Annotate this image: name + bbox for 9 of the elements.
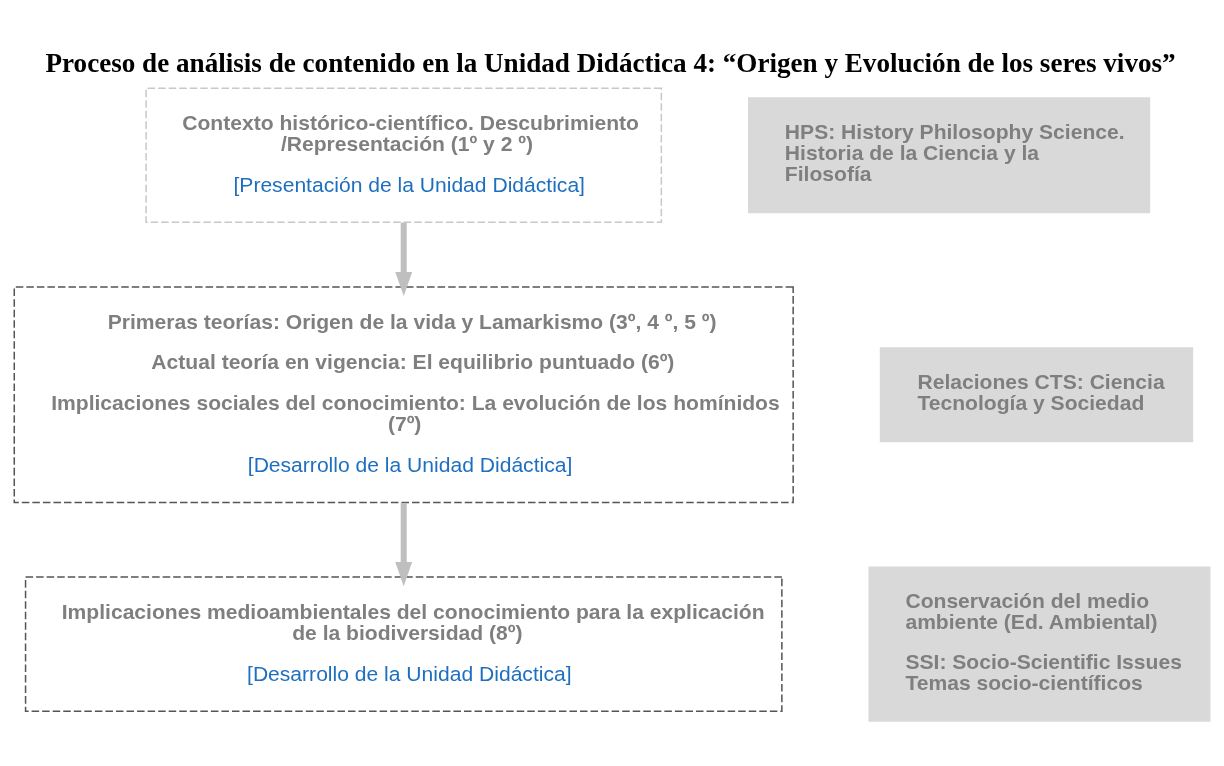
arrow bbox=[395, 502, 413, 586]
node-box: Conservación del medio ambiente (Ed. Ambiental) SSI: Socio-Scientific Issues Temas socio-científicos bbox=[868, 566, 1211, 722]
node-box: HPS: History Philosophy Science. Historia de la Ciencia y la Filosofía bbox=[747, 96, 1151, 213]
node-box: Primeras teorías: Origen de la vida y Lamarkismo (3º, 4 º, 5 º) Actual teoría en vigencia: El equilibrio puntuado (6º) Implicaciones sociales del conocimiento: La evolución de los homínidos (7º) [Desarrollo de la Unidad Didáctica] bbox=[13, 285, 794, 503]
node-box: Relaciones CTS: Ciencia Tecnología y Sociedad bbox=[879, 346, 1194, 442]
node-box: Implicaciones medioambientales del conocimiento para la explicación de la biodiversidad (8º) [Desarrollo de la Unidad Didáctica] bbox=[24, 575, 783, 712]
node-box: Contexto histórico-científico. Descubrimiento /Representación (1º y 2 º) [Presentación de la Unidad Didáctica] bbox=[145, 86, 663, 223]
arrow bbox=[395, 222, 413, 296]
diagram-title: Proceso de análisis de contenido en la Unidad Didáctica 4: “Origen y Evolución de los seres vivos” bbox=[45, 47, 1176, 78]
